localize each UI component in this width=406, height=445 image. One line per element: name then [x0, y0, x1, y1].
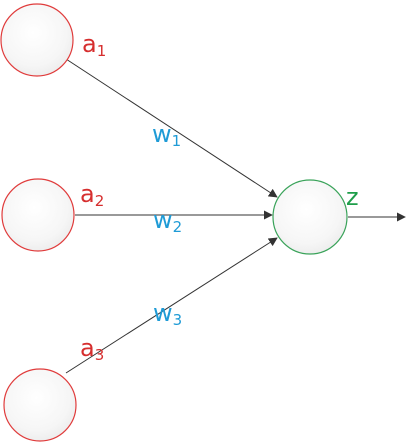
input-node-a2: [1, 178, 75, 252]
input-label-a2: a2: [80, 180, 104, 210]
input-label-a3: a3: [80, 334, 104, 364]
input-label-a1: a1: [82, 30, 106, 60]
output-label-z: z: [346, 183, 359, 211]
input-node-a3: [3, 368, 77, 442]
weight-label-w3: w3: [153, 299, 182, 329]
weight-label-w2: w2: [153, 206, 182, 236]
edge-a3-to-z: [65, 237, 278, 374]
output-node-z: [272, 179, 348, 255]
edge-a1-to-z: [65, 58, 278, 198]
input-node-a1: [0, 3, 74, 77]
weight-label-w1: w1: [152, 120, 181, 150]
